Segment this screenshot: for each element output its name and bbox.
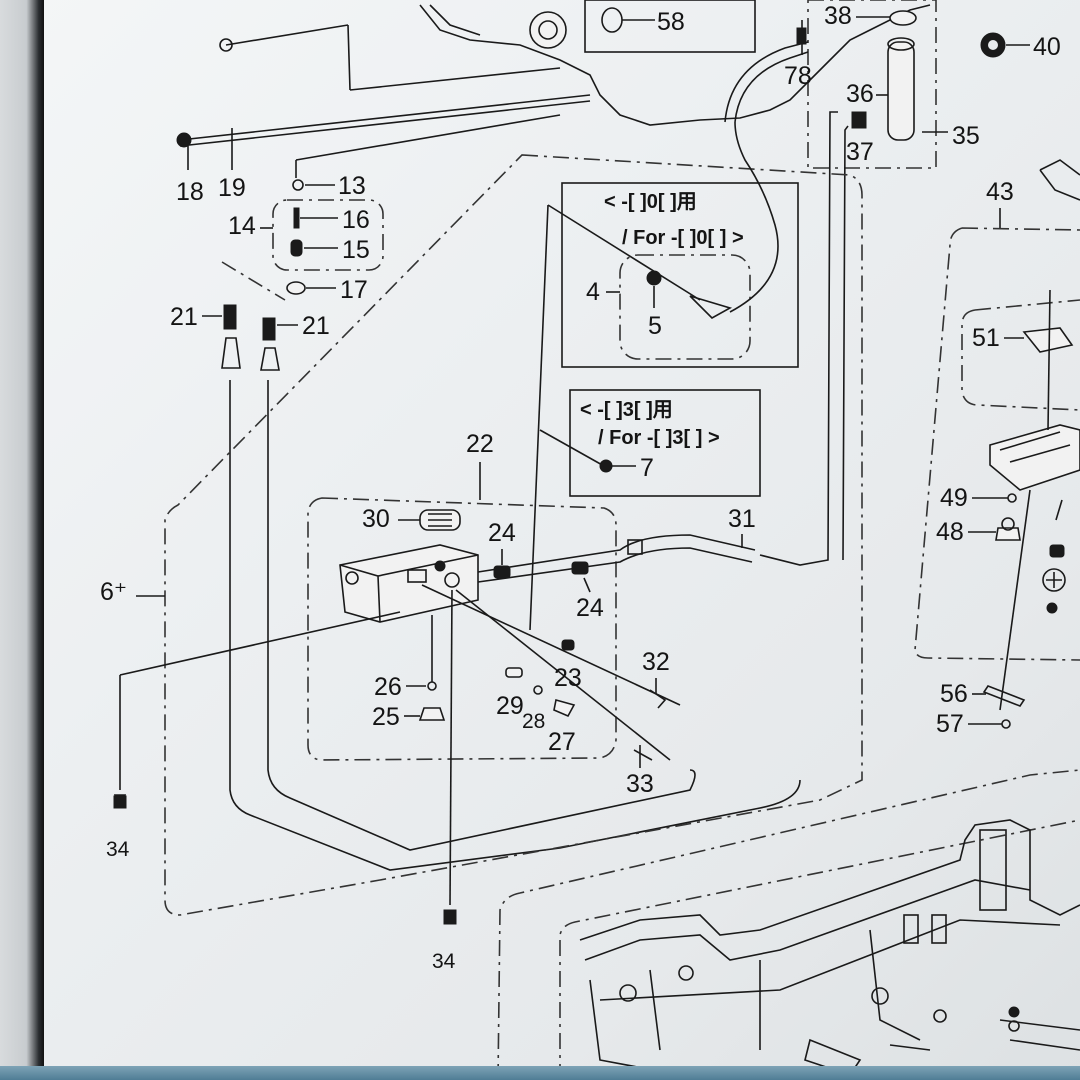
- base-outline: [497, 769, 1080, 1080]
- label-34-left: 34: [106, 838, 130, 861]
- assembly-6-outline: [164, 154, 863, 916]
- screw-18: [176, 132, 192, 148]
- box2-caption-1: < -[ ]3[ ]用: [580, 399, 673, 421]
- variant-box-1: [561, 182, 799, 368]
- screw-34-bottom: [443, 909, 457, 925]
- part-29: [505, 667, 523, 678]
- label-43: 43: [986, 178, 1014, 206]
- pin-32: [649, 689, 667, 709]
- label-28: 28: [522, 710, 545, 733]
- fitting-78: [796, 27, 807, 45]
- label-34-bottom: 34: [432, 950, 456, 973]
- label-16: 16: [342, 206, 370, 234]
- label-36: 36: [846, 80, 874, 108]
- label-22: 22: [466, 430, 494, 458]
- part-51: [1022, 327, 1074, 353]
- part-upper-right: [1039, 159, 1080, 201]
- label-5: 5: [648, 312, 662, 340]
- cap-part: [529, 11, 567, 49]
- pin-16: [293, 207, 300, 229]
- hose-78: [734, 51, 809, 123]
- label-24-top: 24: [488, 519, 516, 547]
- label-19: 19: [218, 174, 246, 202]
- hose-36-to-31: [759, 111, 838, 566]
- part-58-box: [584, 0, 756, 53]
- fitting-23: [561, 639, 575, 651]
- label-33: 33: [626, 770, 654, 798]
- strip-56: [982, 685, 1026, 707]
- tray-plate: [989, 424, 1080, 491]
- label-17: 17: [340, 276, 368, 304]
- plug-15: [290, 239, 303, 257]
- label-14: 14: [228, 212, 256, 240]
- label-30: 30: [362, 505, 390, 533]
- oring-58: [601, 7, 623, 33]
- label-49: 49: [940, 484, 968, 512]
- label-24-bottom: 24: [576, 594, 604, 622]
- label-38: 38: [824, 2, 852, 30]
- part-28: [533, 685, 543, 695]
- box2-caption-2: / For -[ ]3[ ] >: [598, 427, 720, 449]
- washer-13: [292, 179, 304, 191]
- label-51: 51: [972, 324, 1000, 352]
- tube-left-inner: [267, 380, 696, 851]
- label-78: 78: [784, 62, 812, 90]
- monitor-bezel-left: [0, 0, 44, 1080]
- hose-31: [477, 534, 756, 573]
- label-6: 6⁺: [100, 578, 127, 606]
- label-4: 4: [586, 278, 600, 306]
- washer-17: [286, 281, 306, 295]
- label-29: 29: [496, 692, 524, 720]
- label-18: 18: [176, 178, 204, 206]
- hose-end-4: [689, 295, 733, 319]
- screw-34-left: [113, 795, 127, 809]
- label-58: 58: [657, 8, 685, 36]
- box1-caption-2: / For -[ ]0[ ] >: [622, 227, 744, 249]
- label-7: 7: [640, 454, 654, 482]
- tube-left-outer: [229, 380, 801, 871]
- label-57: 57: [936, 710, 964, 738]
- cap-38: [889, 10, 917, 26]
- label-56: 56: [940, 680, 968, 708]
- tank-35: [887, 41, 915, 141]
- label-31: 31: [728, 505, 756, 533]
- label-21-left: 21: [170, 303, 198, 331]
- label-37: 37: [846, 138, 874, 166]
- fitting-7: [599, 459, 613, 473]
- label-21-right: 21: [302, 312, 330, 340]
- base-frame: [579, 819, 1080, 941]
- pin-33: [633, 749, 653, 761]
- upper-bed-outline: [419, 4, 931, 126]
- label-25: 25: [372, 703, 400, 731]
- nut-25: [418, 707, 446, 721]
- label-23: 23: [554, 664, 582, 692]
- rod-19: [179, 94, 591, 141]
- label-35: 35: [952, 122, 980, 150]
- fitting-21-left: [223, 304, 237, 330]
- label-13: 13: [338, 172, 366, 200]
- group-22-outline: [307, 497, 617, 761]
- group-43-outline: [914, 227, 1080, 661]
- label-15: 15: [342, 236, 370, 264]
- label-26: 26: [374, 673, 402, 701]
- fitting-5: [646, 270, 662, 286]
- pin-26: [427, 681, 437, 691]
- group-14-outline: [272, 199, 384, 271]
- label-40: 40: [1033, 33, 1061, 61]
- label-48: 48: [936, 518, 964, 546]
- label-32: 32: [642, 648, 670, 676]
- box1-caption-1: < -[ ]0[ ]用: [604, 191, 697, 213]
- fitting-37: [851, 111, 867, 129]
- group-35-outline: [807, 0, 937, 169]
- variant-box-2: [569, 389, 761, 497]
- label-27: 27: [548, 728, 576, 756]
- part-27: [553, 698, 576, 718]
- group-4-outline: [619, 254, 751, 360]
- monitor-bottom-edge: [0, 1066, 1080, 1080]
- fitting-21-right: [262, 317, 276, 341]
